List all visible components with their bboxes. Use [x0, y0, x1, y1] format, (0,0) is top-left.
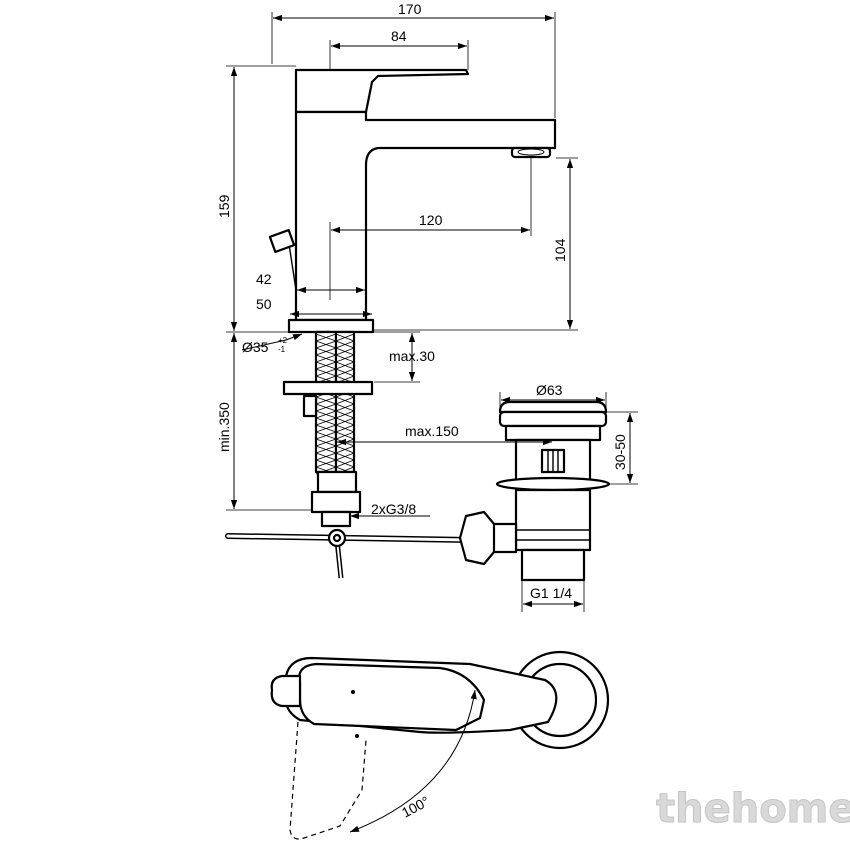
- hose-nut-lower: [310, 490, 362, 514]
- faucet-handle: [294, 68, 470, 114]
- dim-label-50: 50: [256, 296, 272, 312]
- watermark-logo: thehome: [656, 786, 850, 832]
- rotated-lever-outline: [289, 721, 367, 840]
- hose-nut-upper: [316, 470, 358, 494]
- popup-rod: [288, 243, 297, 291]
- faucet-side-view: [268, 68, 557, 334]
- waste-fitting: [458, 400, 611, 582]
- dim-label-waste-diameter: Ø63: [536, 382, 563, 398]
- dim-label-170: 170: [398, 1, 422, 17]
- overflow-nut: [458, 510, 496, 566]
- top-view-lever: [298, 662, 486, 732]
- dim-label-max150: max.150: [405, 423, 459, 439]
- dim-label-159: 159: [216, 194, 232, 218]
- faucet-top-view: [270, 650, 610, 840]
- dim-label-tol-plus: +2: [278, 336, 288, 345]
- base-plate: [287, 318, 375, 334]
- waste-flange: [495, 476, 611, 492]
- faucet-body: [294, 110, 557, 322]
- dim-label-thread: 2xG3/8: [371, 501, 416, 517]
- rotation-arc: [349, 689, 477, 833]
- dim-label-max30: max.30: [389, 348, 435, 364]
- fixing-plate: [282, 380, 374, 396]
- dim-label-tol-minus: -1: [278, 345, 286, 354]
- popup-knob: [268, 228, 296, 254]
- dim-label-hole-diameter: Ø35: [242, 339, 269, 355]
- dim-label-rotation: 100°: [399, 793, 432, 821]
- dim-label-42: 42: [256, 271, 272, 287]
- dim-label-120: 120: [419, 212, 443, 228]
- waste-cap: [498, 400, 608, 414]
- dim-label-min350: min.350: [216, 402, 232, 452]
- dim-label-waste-height: 30-50: [612, 434, 628, 470]
- supply-hoses: [225, 330, 473, 579]
- waste-thread: [520, 548, 586, 582]
- dim-label-84: 84: [391, 28, 407, 44]
- dimension-lines: [226, 12, 638, 612]
- dim-label-waste-thread: G1 1/4: [530, 585, 572, 601]
- dim-label-104: 104: [552, 238, 568, 262]
